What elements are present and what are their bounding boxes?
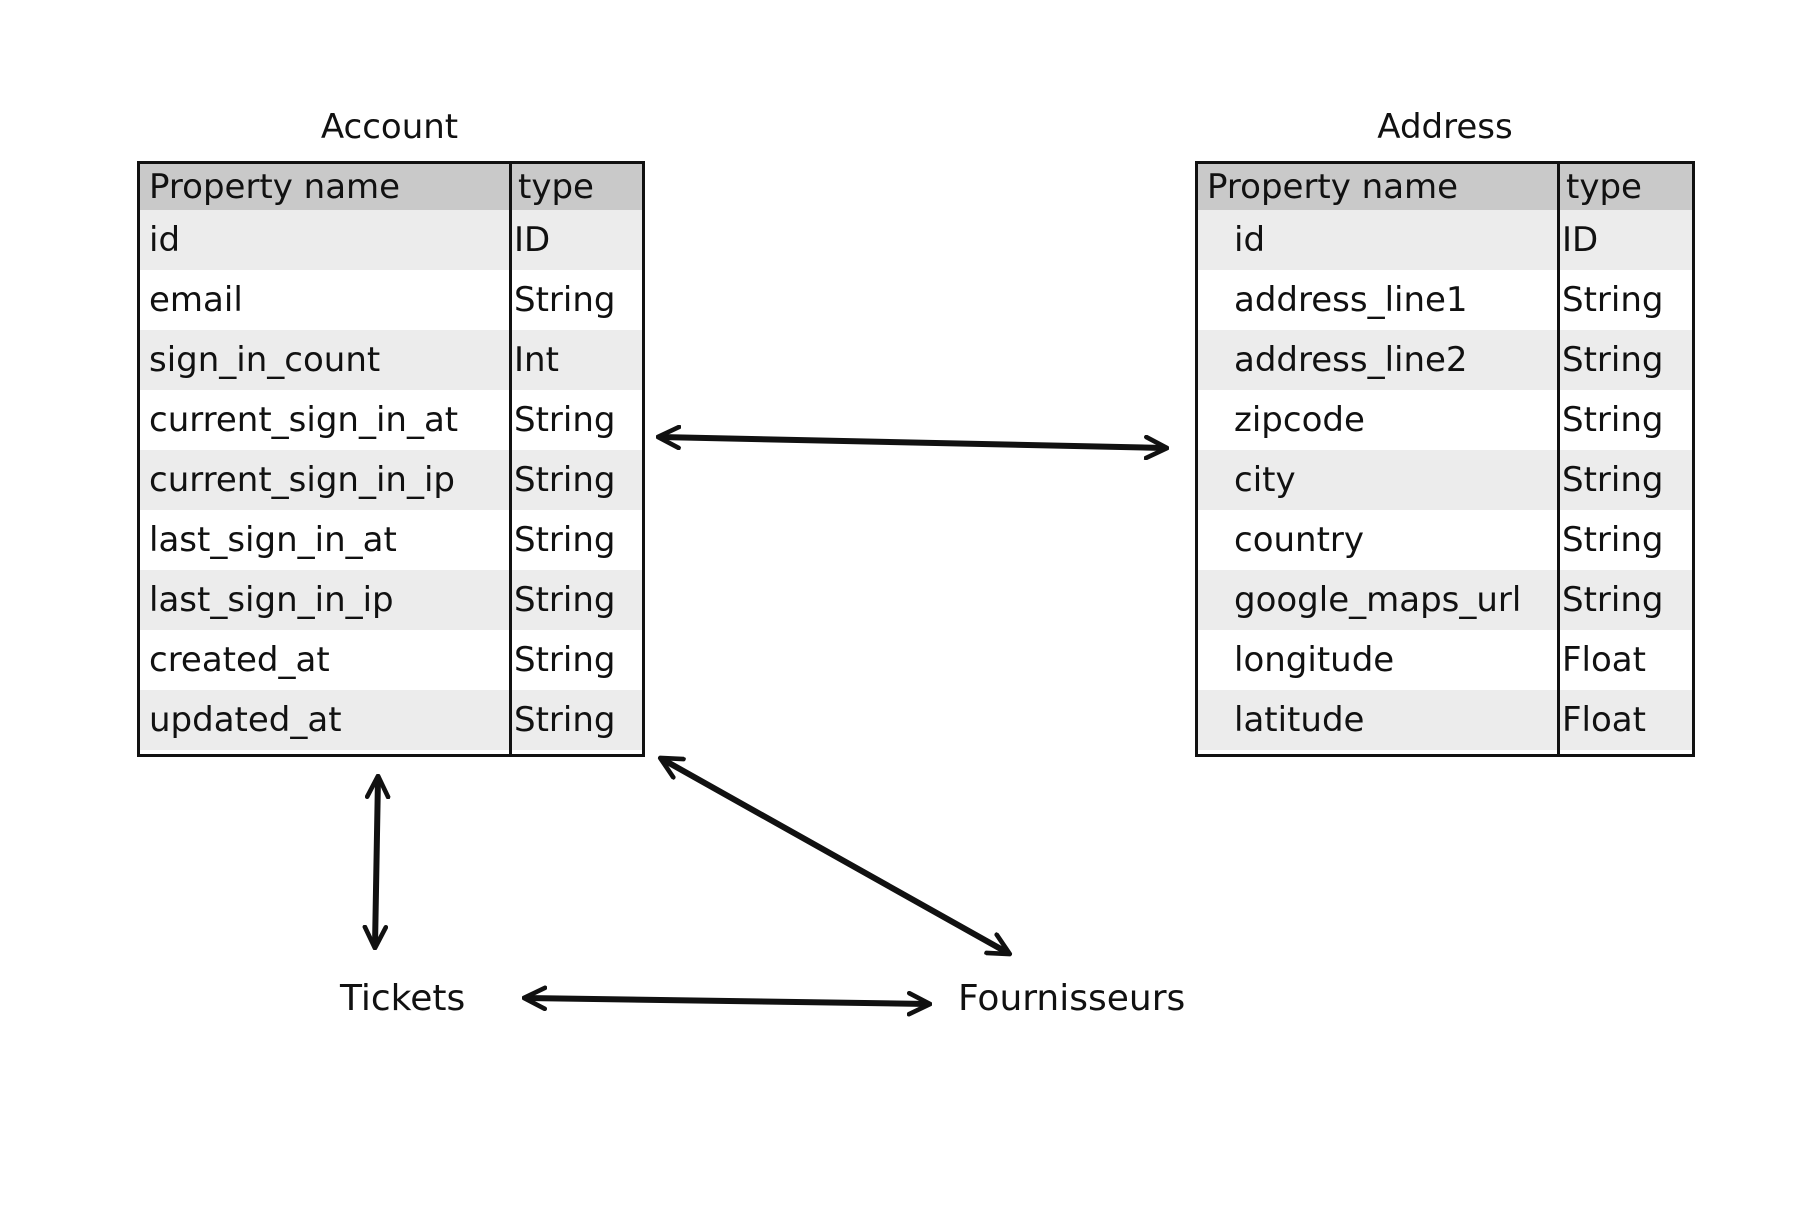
- account-fournisseurs-arrow: [662, 759, 1008, 953]
- address-row: google_maps_url String: [1198, 570, 1692, 630]
- account-table: Property name type id ID email String si…: [137, 161, 645, 757]
- property-name: country: [1234, 520, 1365, 560]
- property-name: address_line1: [1234, 280, 1468, 320]
- address-header-type: type: [1566, 167, 1642, 207]
- property-type: ID: [514, 220, 551, 260]
- property-type: String: [1562, 580, 1664, 620]
- address-row: longitude Float: [1198, 630, 1692, 690]
- property-type: String: [514, 640, 616, 680]
- property-name: id: [1234, 220, 1266, 260]
- property-type: String: [514, 520, 616, 560]
- property-name: sign_in_count: [149, 340, 381, 380]
- property-type: String: [514, 460, 616, 500]
- account-row: updated_at String: [140, 690, 642, 750]
- property-type: String: [514, 700, 616, 740]
- tickets-fournisseurs-arrow: [526, 998, 928, 1004]
- account-row: current_sign_in_ip String: [140, 450, 642, 510]
- tickets-label: Tickets: [340, 978, 466, 1019]
- account-address-arrow: [660, 437, 1165, 448]
- account-title: Account: [320, 107, 459, 147]
- property-name: longitude: [1234, 640, 1395, 680]
- address-row: address_line1 String: [1198, 270, 1692, 330]
- address-row: country String: [1198, 510, 1692, 570]
- account-row: sign_in_count Int: [140, 330, 642, 390]
- property-name: latitude: [1234, 700, 1365, 740]
- property-name: current_sign_in_at: [149, 400, 459, 440]
- account-row: email String: [140, 270, 642, 330]
- fournisseurs-label: Fournisseurs: [958, 978, 1186, 1019]
- property-name: last_sign_in_at: [149, 520, 397, 560]
- account-row: id ID: [140, 210, 642, 270]
- property-type: Float: [1562, 640, 1646, 680]
- property-name: created_at: [149, 640, 330, 680]
- account-row: current_sign_in_at String: [140, 390, 642, 450]
- property-name: address_line2: [1234, 340, 1468, 380]
- account-row: created_at String: [140, 630, 642, 690]
- address-row: address_line2 String: [1198, 330, 1692, 390]
- account-row: last_sign_in_ip String: [140, 570, 642, 630]
- address-table: Property name type id ID address_line1 S…: [1195, 161, 1695, 757]
- property-type: ID: [1562, 220, 1599, 260]
- property-type: String: [514, 580, 616, 620]
- address-row: zipcode String: [1198, 390, 1692, 450]
- address-title: Address: [1377, 107, 1513, 147]
- property-type: String: [514, 280, 616, 320]
- property-name: zipcode: [1234, 400, 1365, 440]
- property-name: updated_at: [149, 700, 342, 740]
- account-header-name: Property name: [149, 167, 401, 207]
- property-name: last_sign_in_ip: [149, 580, 394, 620]
- property-type: String: [1562, 460, 1664, 500]
- address-header-name: Property name: [1207, 167, 1459, 207]
- property-type: Float: [1562, 700, 1646, 740]
- property-name: current_sign_in_ip: [149, 460, 455, 500]
- address-row: city String: [1198, 450, 1692, 510]
- property-type: String: [1562, 340, 1664, 380]
- address-header-row: Property name type: [1198, 164, 1692, 210]
- property-name: google_maps_url: [1234, 580, 1522, 620]
- address-column-divider: [1557, 164, 1560, 754]
- property-type: Int: [514, 340, 559, 380]
- address-row: id ID: [1198, 210, 1692, 270]
- account-header-row: Property name type: [140, 164, 642, 210]
- property-name: email: [149, 280, 243, 320]
- property-name: city: [1234, 460, 1296, 500]
- account-row: last_sign_in_at String: [140, 510, 642, 570]
- property-type: String: [514, 400, 616, 440]
- account-header-type: type: [518, 167, 594, 207]
- property-name: id: [149, 220, 181, 260]
- property-type: String: [1562, 400, 1664, 440]
- property-type: String: [1562, 280, 1664, 320]
- account-column-divider: [509, 164, 512, 754]
- property-type: String: [1562, 520, 1664, 560]
- address-row: latitude Float: [1198, 690, 1692, 750]
- account-tickets-arrow: [375, 778, 378, 946]
